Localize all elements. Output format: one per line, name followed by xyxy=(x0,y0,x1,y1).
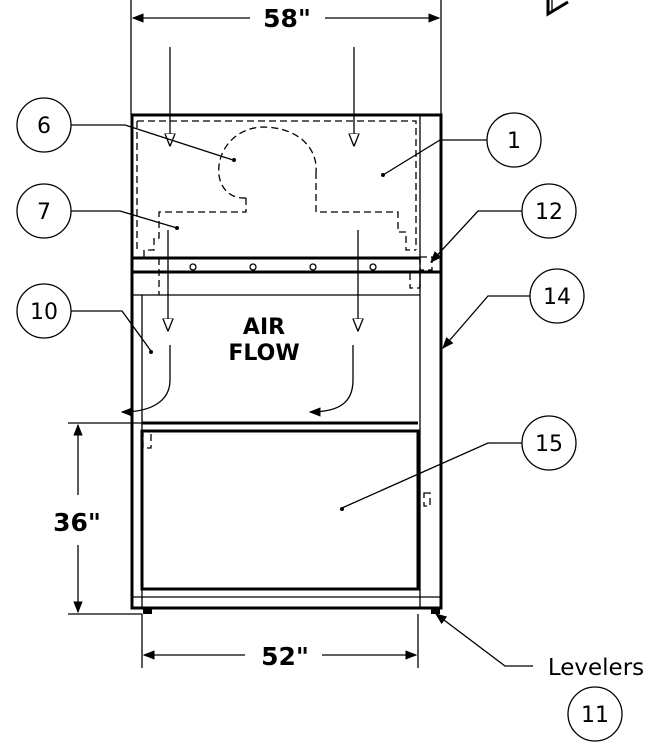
interior-width-dimension: 52" xyxy=(141,614,419,671)
callout-7-number: 7 xyxy=(37,200,51,225)
cabinet-body xyxy=(130,113,443,610)
airflow-label-line2: FLOW xyxy=(228,341,299,366)
work-height-label: 36" xyxy=(53,508,101,537)
callout-6-number: 6 xyxy=(37,114,51,139)
levelers-label: Levelers xyxy=(548,655,644,681)
callout-1-number: 1 xyxy=(507,129,521,154)
airflow-label-line1: AIR xyxy=(243,315,285,340)
callout-1: 1 xyxy=(381,112,542,177)
work-height-dimension: 36" xyxy=(53,422,142,615)
plenum-hidden-lines xyxy=(136,120,421,295)
interior-width-label: 52" xyxy=(261,642,309,671)
callout-12: 12 xyxy=(430,183,577,263)
callout-7: 7 xyxy=(16,183,179,239)
callout-15: 15 xyxy=(340,415,577,511)
callout-15-number: 15 xyxy=(535,432,563,457)
callout-14: 14 xyxy=(442,268,585,349)
overall-width-label: 58" xyxy=(263,4,311,33)
callout-11: Levelers 11 xyxy=(435,613,644,742)
isometric-detail-fragment xyxy=(546,0,569,17)
callout-14-number: 14 xyxy=(543,285,571,310)
callout-10-number: 10 xyxy=(30,300,58,325)
callout-10: 10 xyxy=(16,283,153,354)
overall-width-dimension: 58" xyxy=(130,0,442,115)
airflow-arrows xyxy=(120,47,358,417)
callout-11-number: 11 xyxy=(581,703,609,728)
leveler-feet xyxy=(143,608,440,614)
callout-6: 6 xyxy=(16,97,236,162)
callout-12-number: 12 xyxy=(535,200,563,225)
